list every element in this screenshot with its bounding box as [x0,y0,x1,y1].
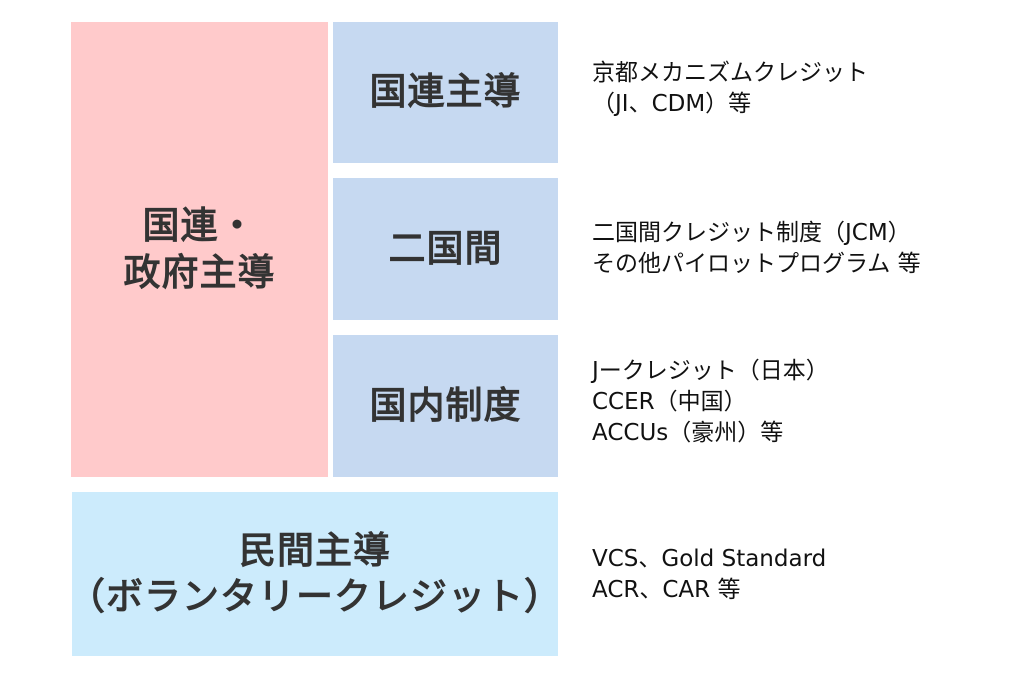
label-line: 国連・ [142,204,257,248]
description-line: その他パイロットプログラム 等 [592,251,921,277]
private-led-label: 民間主導 （ボランタリークレジット） [68,528,562,621]
description-line: ACR、CAR 等 [592,577,741,603]
government-led-label: 国連・ 政府主導 [124,203,276,296]
un-led-description: 京都メカニズムクレジット （JI、CDM）等 [592,58,868,120]
private-led-box: 民間主導 （ボランタリークレジット） [68,492,561,656]
description-line: VCS、Gold Standard [592,546,827,572]
un-led-label: 国連主導 [369,70,522,114]
bilateral-description: 二国間クレジット制度（JCM） その他パイロットプログラム 等 [592,218,921,280]
government-led-box: 国連・ 政府主導 [71,22,328,477]
description-line: （JI、CDM）等 [592,91,752,117]
label-line: （ボランタリークレジット） [68,575,562,618]
description-line: CCER（中国） [592,389,747,415]
label-line: 政府主導 [123,250,276,294]
label-line: 民間主導 [239,528,391,572]
un-led-box: 国連主導 [333,22,558,163]
description-line: Jークレジット（日本） [592,358,829,384]
domestic-scheme-box: 国内制度 [333,335,558,477]
description-line: 京都メカニズムクレジット [592,60,868,86]
description-line: ACCUs（豪州）等 [592,420,784,446]
bilateral-label: 二国間 [388,226,503,270]
bilateral-box: 二国間 [333,178,558,320]
description-line: 二国間クレジット制度（JCM） [592,220,911,246]
domestic-scheme-description: Jークレジット（日本） CCER（中国） ACCUs（豪州）等 [592,356,829,449]
domestic-scheme-label: 国内制度 [369,383,522,427]
private-led-description: VCS、Gold Standard ACR、CAR 等 [592,544,826,606]
